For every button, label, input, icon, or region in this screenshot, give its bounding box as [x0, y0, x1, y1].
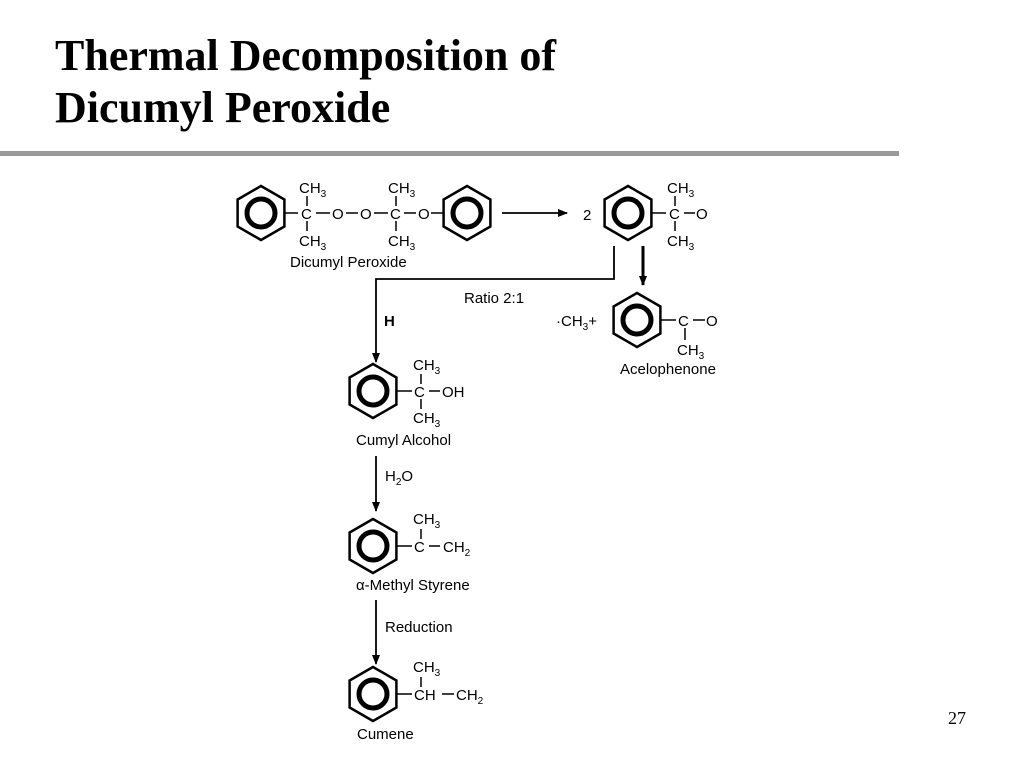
cumyl-alcohol-structure: CH3 C OH CH3 Cumyl Alcohol: [350, 357, 465, 449]
methyl-styrene-structure: CH3 C CH2 α-Methyl Styrene: [350, 511, 471, 594]
acetophenone-caption: Acelophenone: [620, 361, 716, 378]
methyl-styrene-caption: α-Methyl Styrene: [356, 577, 470, 594]
dicumyl-peroxide-caption: Dicumyl Peroxide: [290, 254, 407, 271]
carbon-label: C: [669, 206, 680, 223]
svg-text:CH3: CH3: [413, 410, 441, 430]
benzene-ring: [350, 519, 397, 573]
svg-text:CH3: CH3: [677, 342, 705, 362]
ch3-label: CH: [299, 180, 321, 197]
dicumyl-peroxide-structure: CH3 C CH3 O O CH3 C CH3 O Dicumyl Peroxi…: [238, 180, 491, 271]
svg-text:CH3: CH3: [413, 511, 441, 531]
carbon-label: C: [390, 206, 401, 223]
ch3-label: CH: [413, 410, 435, 427]
ch3-label: CH: [667, 233, 689, 250]
cumene-structure: CH3 CH CH2 Cumene: [350, 659, 484, 743]
ch3-label: CH: [388, 233, 410, 250]
cumyl-alcohol-caption: Cumyl Alcohol: [356, 432, 451, 449]
reduction-label: Reduction: [385, 619, 453, 636]
ch-label: CH: [414, 687, 436, 704]
carbon-label: C: [414, 384, 425, 401]
svg-text:CH3: CH3: [299, 180, 327, 200]
ch3-label: CH: [413, 357, 435, 374]
methyl-radical-label: ·CH3+: [556, 313, 597, 333]
oxygen-label: O: [418, 206, 430, 223]
acetophenone-structure: C O CH3 Acelophenone: [614, 293, 718, 378]
oxygen-label: O: [360, 206, 372, 223]
ratio-label: Ratio 2:1: [464, 290, 524, 307]
h-abstraction-arrow: [372, 246, 615, 363]
title-divider: [0, 151, 899, 156]
ch3-label: CH: [677, 342, 699, 359]
h-label: H: [384, 313, 395, 330]
svg-text:CH2: CH2: [456, 687, 484, 707]
svg-text:CH3: CH3: [388, 180, 416, 200]
coefficient-label: 2: [583, 207, 591, 224]
svg-text:CH3: CH3: [413, 659, 441, 679]
svg-text:CH3: CH3: [388, 233, 416, 253]
benzene-ring: [444, 186, 491, 240]
hydroxyl-label: OH: [442, 384, 465, 401]
svg-text:CH3: CH3: [413, 357, 441, 377]
benzene-ring: [350, 667, 397, 721]
ch3-label: CH: [413, 511, 435, 528]
oxygen-label: O: [332, 206, 344, 223]
cumyloxy-radical-structure: CH3 C CH3 O: [605, 180, 708, 253]
svg-text:CH3: CH3: [667, 233, 695, 253]
carbon-label: C: [678, 313, 689, 330]
title-line-1: Thermal Decomposition of: [55, 31, 557, 80]
ch3-label: CH: [388, 180, 410, 197]
ch2-label: CH: [443, 539, 465, 556]
svg-text:CH3: CH3: [299, 233, 327, 253]
ch2-label: CH: [456, 687, 478, 704]
oxygen-label: O: [696, 206, 708, 223]
title-line-2: Dicumyl Peroxide: [55, 83, 391, 132]
cumene-caption: Cumene: [357, 726, 414, 743]
ch3-label: CH: [667, 180, 689, 197]
ch3-label: CH: [299, 233, 321, 250]
benzene-ring: [605, 186, 652, 240]
ch3-label: CH: [413, 659, 435, 676]
slide-number: 27: [948, 708, 966, 728]
carbon-label: C: [414, 539, 425, 556]
slide-title: Thermal Decomposition of Dicumyl Peroxid…: [55, 30, 855, 134]
carbon-label: C: [301, 206, 312, 223]
water-label: H2O: [385, 468, 413, 488]
benzene-ring: [350, 364, 397, 418]
oxygen-label: O: [706, 313, 718, 330]
svg-text:CH3: CH3: [667, 180, 695, 200]
svg-text:CH2: CH2: [443, 539, 471, 559]
benzene-ring: [614, 293, 661, 347]
benzene-ring: [238, 186, 285, 240]
